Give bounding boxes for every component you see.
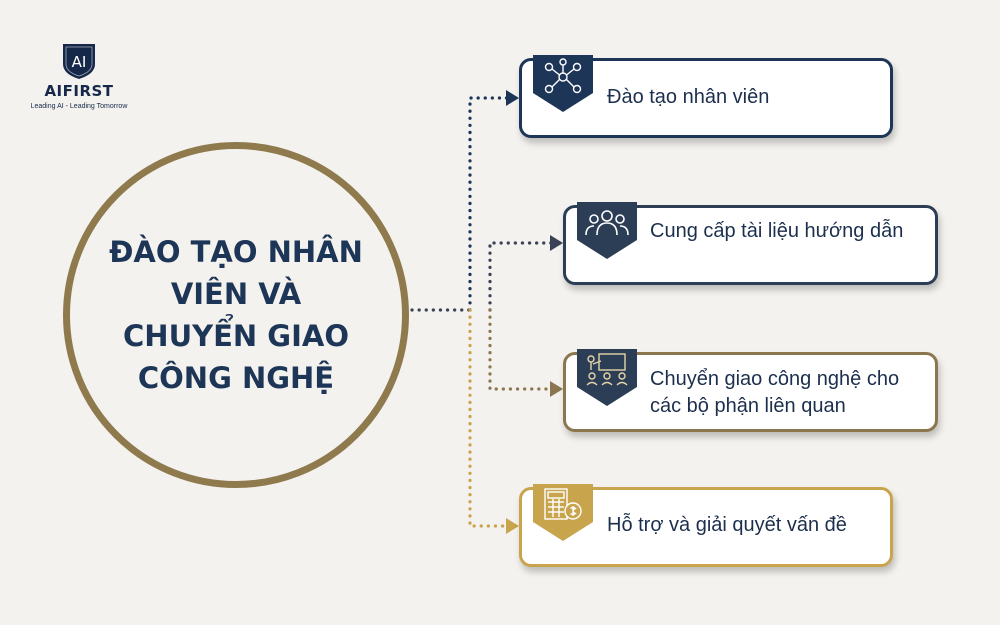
connector-branch-3: [488, 308, 553, 391]
branch-label-support: Hỗ trợ và giải quyết vấn đề: [607, 514, 847, 536]
center-title: ĐÀO TẠO NHÂN VIÊN VÀ CHUYỂN GIAO CÔNG NG…: [109, 235, 363, 395]
connector-branch-2: [488, 241, 553, 312]
arrow-head-1: [506, 90, 519, 106]
brand-tagline: Leading AI - Leading Tomorrow: [30, 103, 128, 110]
logo-mark: AI: [72, 53, 87, 71]
branch-label-tech-transfer: Chuyển giao công nghệ cho các bộ phận li…: [650, 368, 900, 417]
group-people-icon: [577, 202, 637, 259]
shield-logo-icon: AI: [63, 44, 95, 79]
arrow-head-2: [550, 235, 563, 251]
branch-label-documents: Cung cấp tài liệu hướng dẫn: [650, 220, 904, 242]
center-circle: ĐÀO TẠO NHÂN VIÊN VÀ CHUYỂN GIAO CÔNG NG…: [63, 142, 409, 488]
brand-name: AIFIRST: [44, 82, 114, 100]
network-people-icon: [533, 55, 593, 112]
connector-branch-1: [468, 96, 509, 312]
arrow-head-4: [506, 518, 519, 534]
calculator-coin-icon: [533, 484, 593, 541]
brand-logo: AI AIFIRST Leading AI - Leading Tomorrow: [24, 40, 134, 110]
arrow-head-3: [550, 381, 563, 397]
presentation-meeting-icon: [577, 349, 637, 406]
connector-branch-4: [468, 308, 509, 528]
branch-label-training: Đào tạo nhân viên: [607, 86, 770, 108]
